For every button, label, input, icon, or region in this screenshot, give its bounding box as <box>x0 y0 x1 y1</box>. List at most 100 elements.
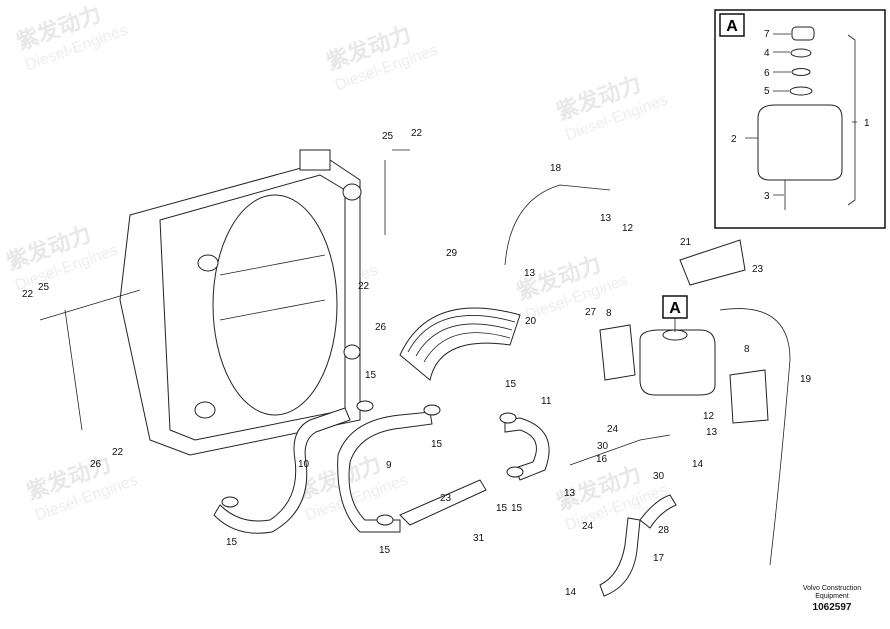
hose-18 <box>504 184 611 266</box>
clamp <box>499 412 517 424</box>
callout-25b: 25 <box>382 131 394 142</box>
callout-12b: 12 <box>703 411 715 422</box>
radiator-neck <box>342 183 362 201</box>
callout-15d: 15 <box>511 503 523 514</box>
footer-company-sub: Equipment <box>815 593 849 600</box>
hose-10 <box>213 407 351 534</box>
tank-guard-left <box>599 324 636 381</box>
callout-21: 21 <box>680 237 692 248</box>
callout-13c: 13 <box>706 427 718 438</box>
callout-8a: 8 <box>606 308 612 319</box>
callout-15a: 15 <box>365 370 377 381</box>
callout-labels: 1 2 3 4 5 6 7 8 8 9 10 11 12 12 13 13 13… <box>22 29 870 598</box>
callout-8b: 8 <box>744 344 750 355</box>
callout-22d: 22 <box>112 447 124 458</box>
radiator-assembly <box>119 149 362 456</box>
callout-1: 1 <box>864 118 870 129</box>
callout-29: 29 <box>446 248 458 259</box>
callout-5: 5 <box>764 86 770 97</box>
main-a-label: A <box>669 300 681 317</box>
clamp <box>423 404 441 416</box>
callout-13d: 13 <box>564 488 576 499</box>
clamp <box>221 496 239 508</box>
callout-15g: 15 <box>496 503 508 514</box>
callout-27: 27 <box>585 307 597 318</box>
detail-ring-5 <box>789 86 813 96</box>
callout-15e: 15 <box>226 537 238 548</box>
clamp <box>376 514 394 526</box>
callout-26a: 26 <box>375 322 387 333</box>
fan-guard-grille <box>399 307 521 381</box>
hose-28 <box>639 494 677 529</box>
detail-seal-4 <box>790 48 812 58</box>
callout-10: 10 <box>298 459 310 470</box>
tank-guard-right <box>729 369 769 424</box>
detail-tank-2 <box>757 104 843 181</box>
detail-leaders <box>745 33 857 196</box>
detail-a-label: A <box>726 18 738 35</box>
detail-a-inset: A <box>714 9 886 229</box>
expansion-tank-main <box>599 239 769 424</box>
hose-9 <box>337 411 433 533</box>
callout-6: 6 <box>764 68 770 79</box>
callout-15f: 15 <box>379 545 391 556</box>
callout-16: 16 <box>596 454 608 465</box>
hose-clamps <box>221 400 524 526</box>
callout-25a: 25 <box>38 282 50 293</box>
pipe-16 <box>569 434 671 466</box>
radiator-bracket-top <box>299 149 331 171</box>
callout-30a: 30 <box>597 441 609 452</box>
callout-22b: 22 <box>411 128 423 139</box>
callout-19: 19 <box>800 374 812 385</box>
callout-13b: 13 <box>524 268 536 279</box>
callout-31: 31 <box>473 533 485 544</box>
footer-block: Volvo Construction Equipment 1062597 <box>803 585 861 613</box>
callout-14a: 14 <box>692 459 704 470</box>
callout-22a: 22 <box>22 289 34 300</box>
callout-22c: 22 <box>358 281 370 292</box>
callout-3: 3 <box>764 191 770 202</box>
hose-17 <box>599 517 641 597</box>
radiator-inlet-pipe <box>197 254 219 272</box>
callout-20: 20 <box>525 316 537 327</box>
callout-9: 9 <box>386 460 392 471</box>
callout-12a: 12 <box>622 223 634 234</box>
left-stay-rod <box>64 309 83 431</box>
expansion-tank <box>639 329 716 396</box>
callout-24a: 24 <box>607 424 619 435</box>
tank-bracket <box>679 239 746 286</box>
detail-ring-6 <box>791 68 811 76</box>
callout-26b: 26 <box>90 459 102 470</box>
pipe-31 <box>399 479 487 526</box>
radiator-lower-neck <box>343 344 361 360</box>
footer-company: Volvo Construction <box>803 585 861 592</box>
callout-23a: 23 <box>752 264 764 275</box>
fan-shroud-opening <box>212 194 338 416</box>
callout-15b: 15 <box>431 439 443 450</box>
fan-guard <box>399 307 521 381</box>
callout-23b: 23 <box>440 493 452 504</box>
callout-30b: 30 <box>653 471 665 482</box>
hose-19 <box>719 308 791 566</box>
callout-17: 17 <box>653 553 665 564</box>
callout-15c: 15 <box>505 379 517 390</box>
callout-24b: 24 <box>582 521 594 532</box>
clamp <box>356 400 374 412</box>
callout-28: 28 <box>658 525 670 536</box>
callout-2: 2 <box>731 134 737 145</box>
detail-a-tag <box>719 13 745 37</box>
shroud-braces <box>219 254 326 321</box>
fan-guard-wires <box>407 315 516 363</box>
detail-cap-7 <box>791 26 815 41</box>
callout-14b: 14 <box>565 587 577 598</box>
callout-18: 18 <box>550 163 562 174</box>
detail-bracket-line <box>847 34 856 206</box>
callout-11: 11 <box>541 396 552 407</box>
radiator-outlet-pipe <box>194 401 216 419</box>
clamp <box>506 466 524 478</box>
callout-7: 7 <box>764 29 770 40</box>
callout-13a: 13 <box>600 213 612 224</box>
callout-4: 4 <box>764 48 770 59</box>
